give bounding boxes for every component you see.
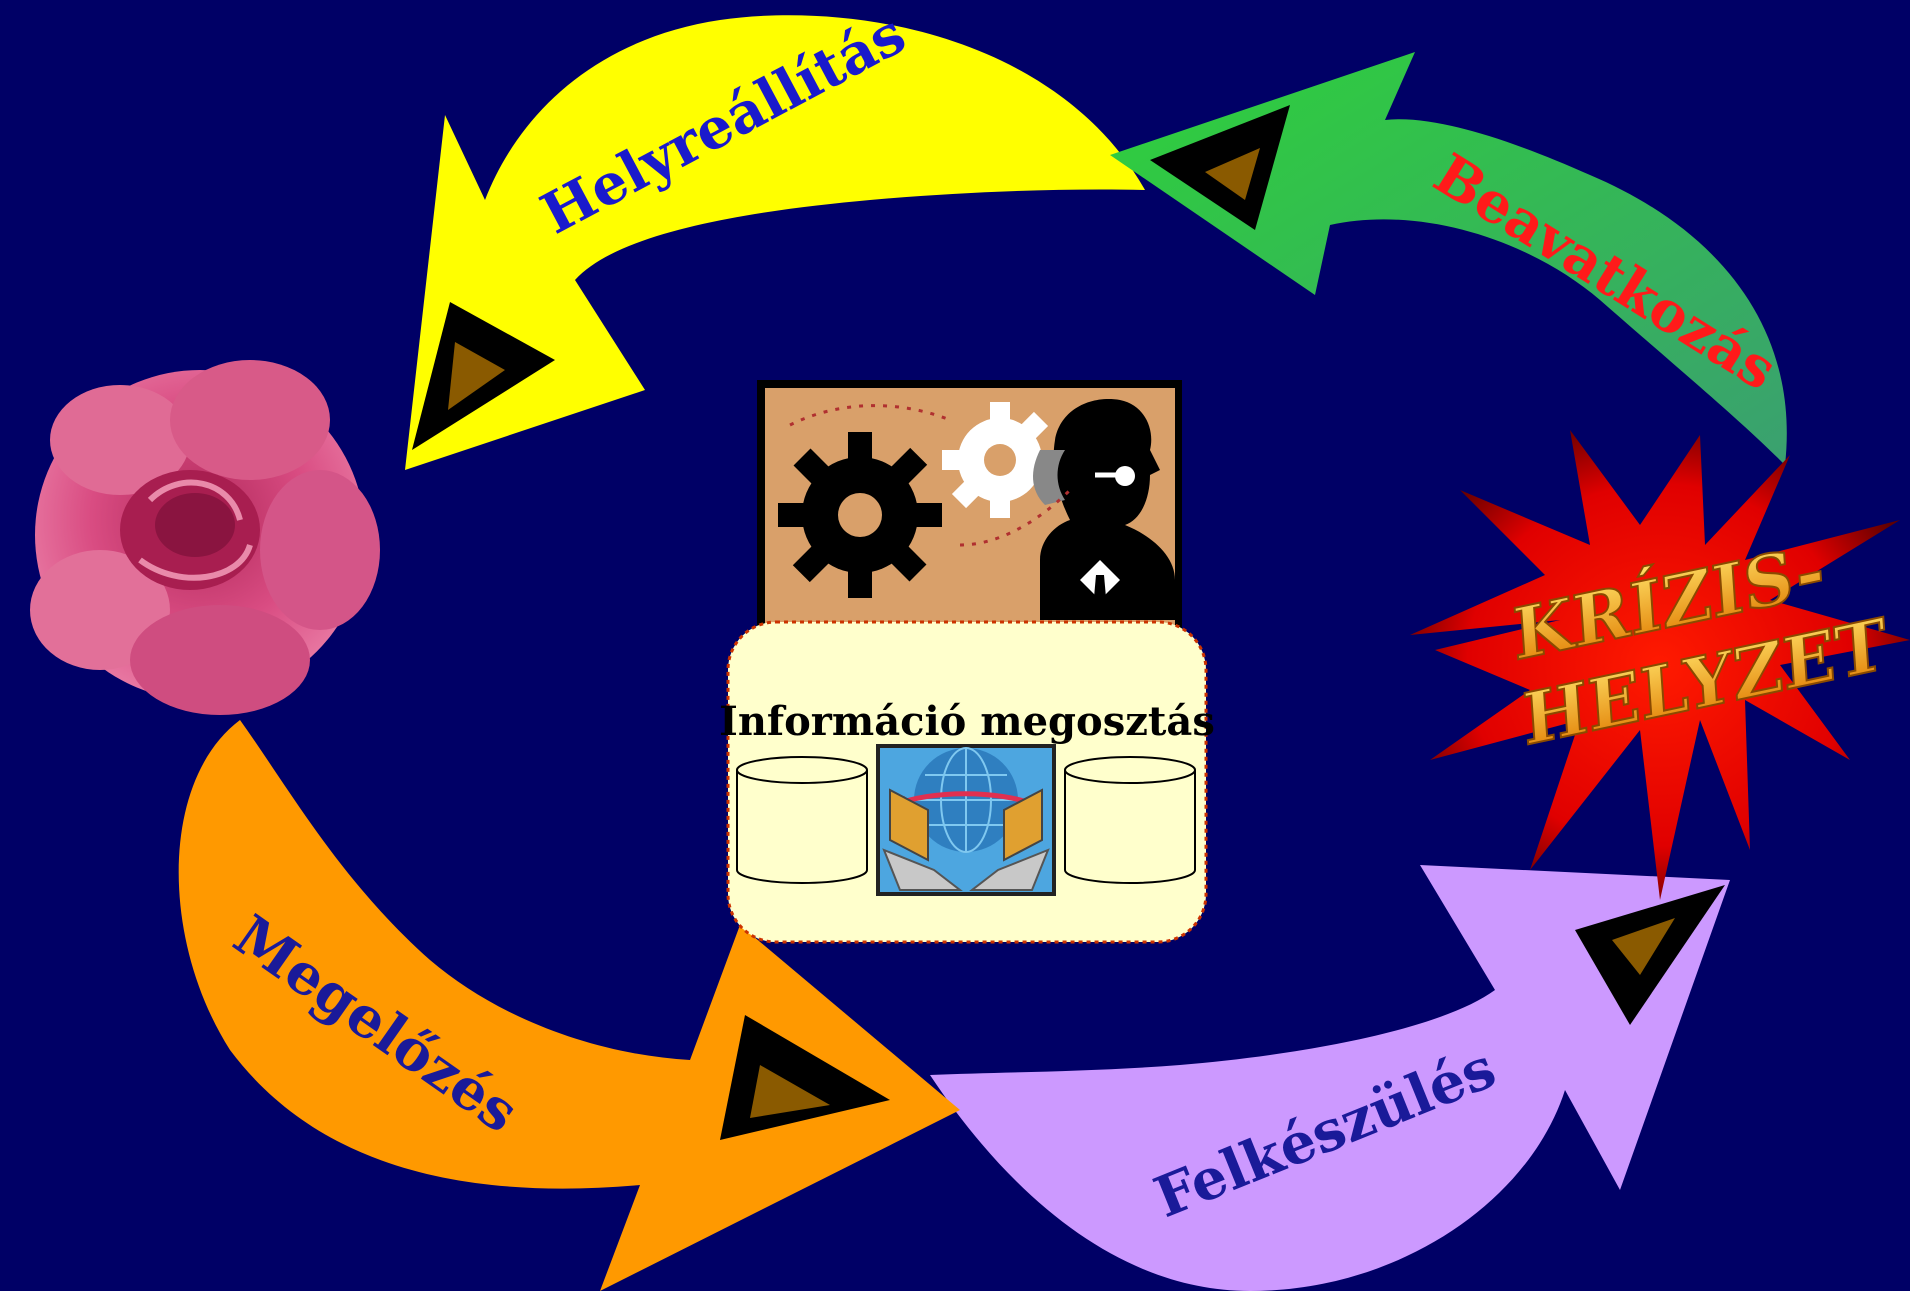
- gears-businessman-clipart: [757, 380, 1182, 630]
- information-sharing-panel: Információ megosztás: [719, 620, 1215, 944]
- center-label: Információ megosztás: [719, 698, 1215, 745]
- play-triangle-icon: [720, 1015, 890, 1140]
- play-triangle-icon: [412, 302, 555, 450]
- database-cylinder: [736, 756, 868, 884]
- computer-globe-exchange-image: [876, 744, 1056, 896]
- arrow-felkeszules: Felkészülés: [930, 865, 1730, 1291]
- database-cylinder: [1064, 756, 1196, 884]
- play-triangle-icon: [1575, 885, 1725, 1025]
- play-triangle-icon: [1150, 105, 1290, 230]
- flower-image: [30, 360, 380, 715]
